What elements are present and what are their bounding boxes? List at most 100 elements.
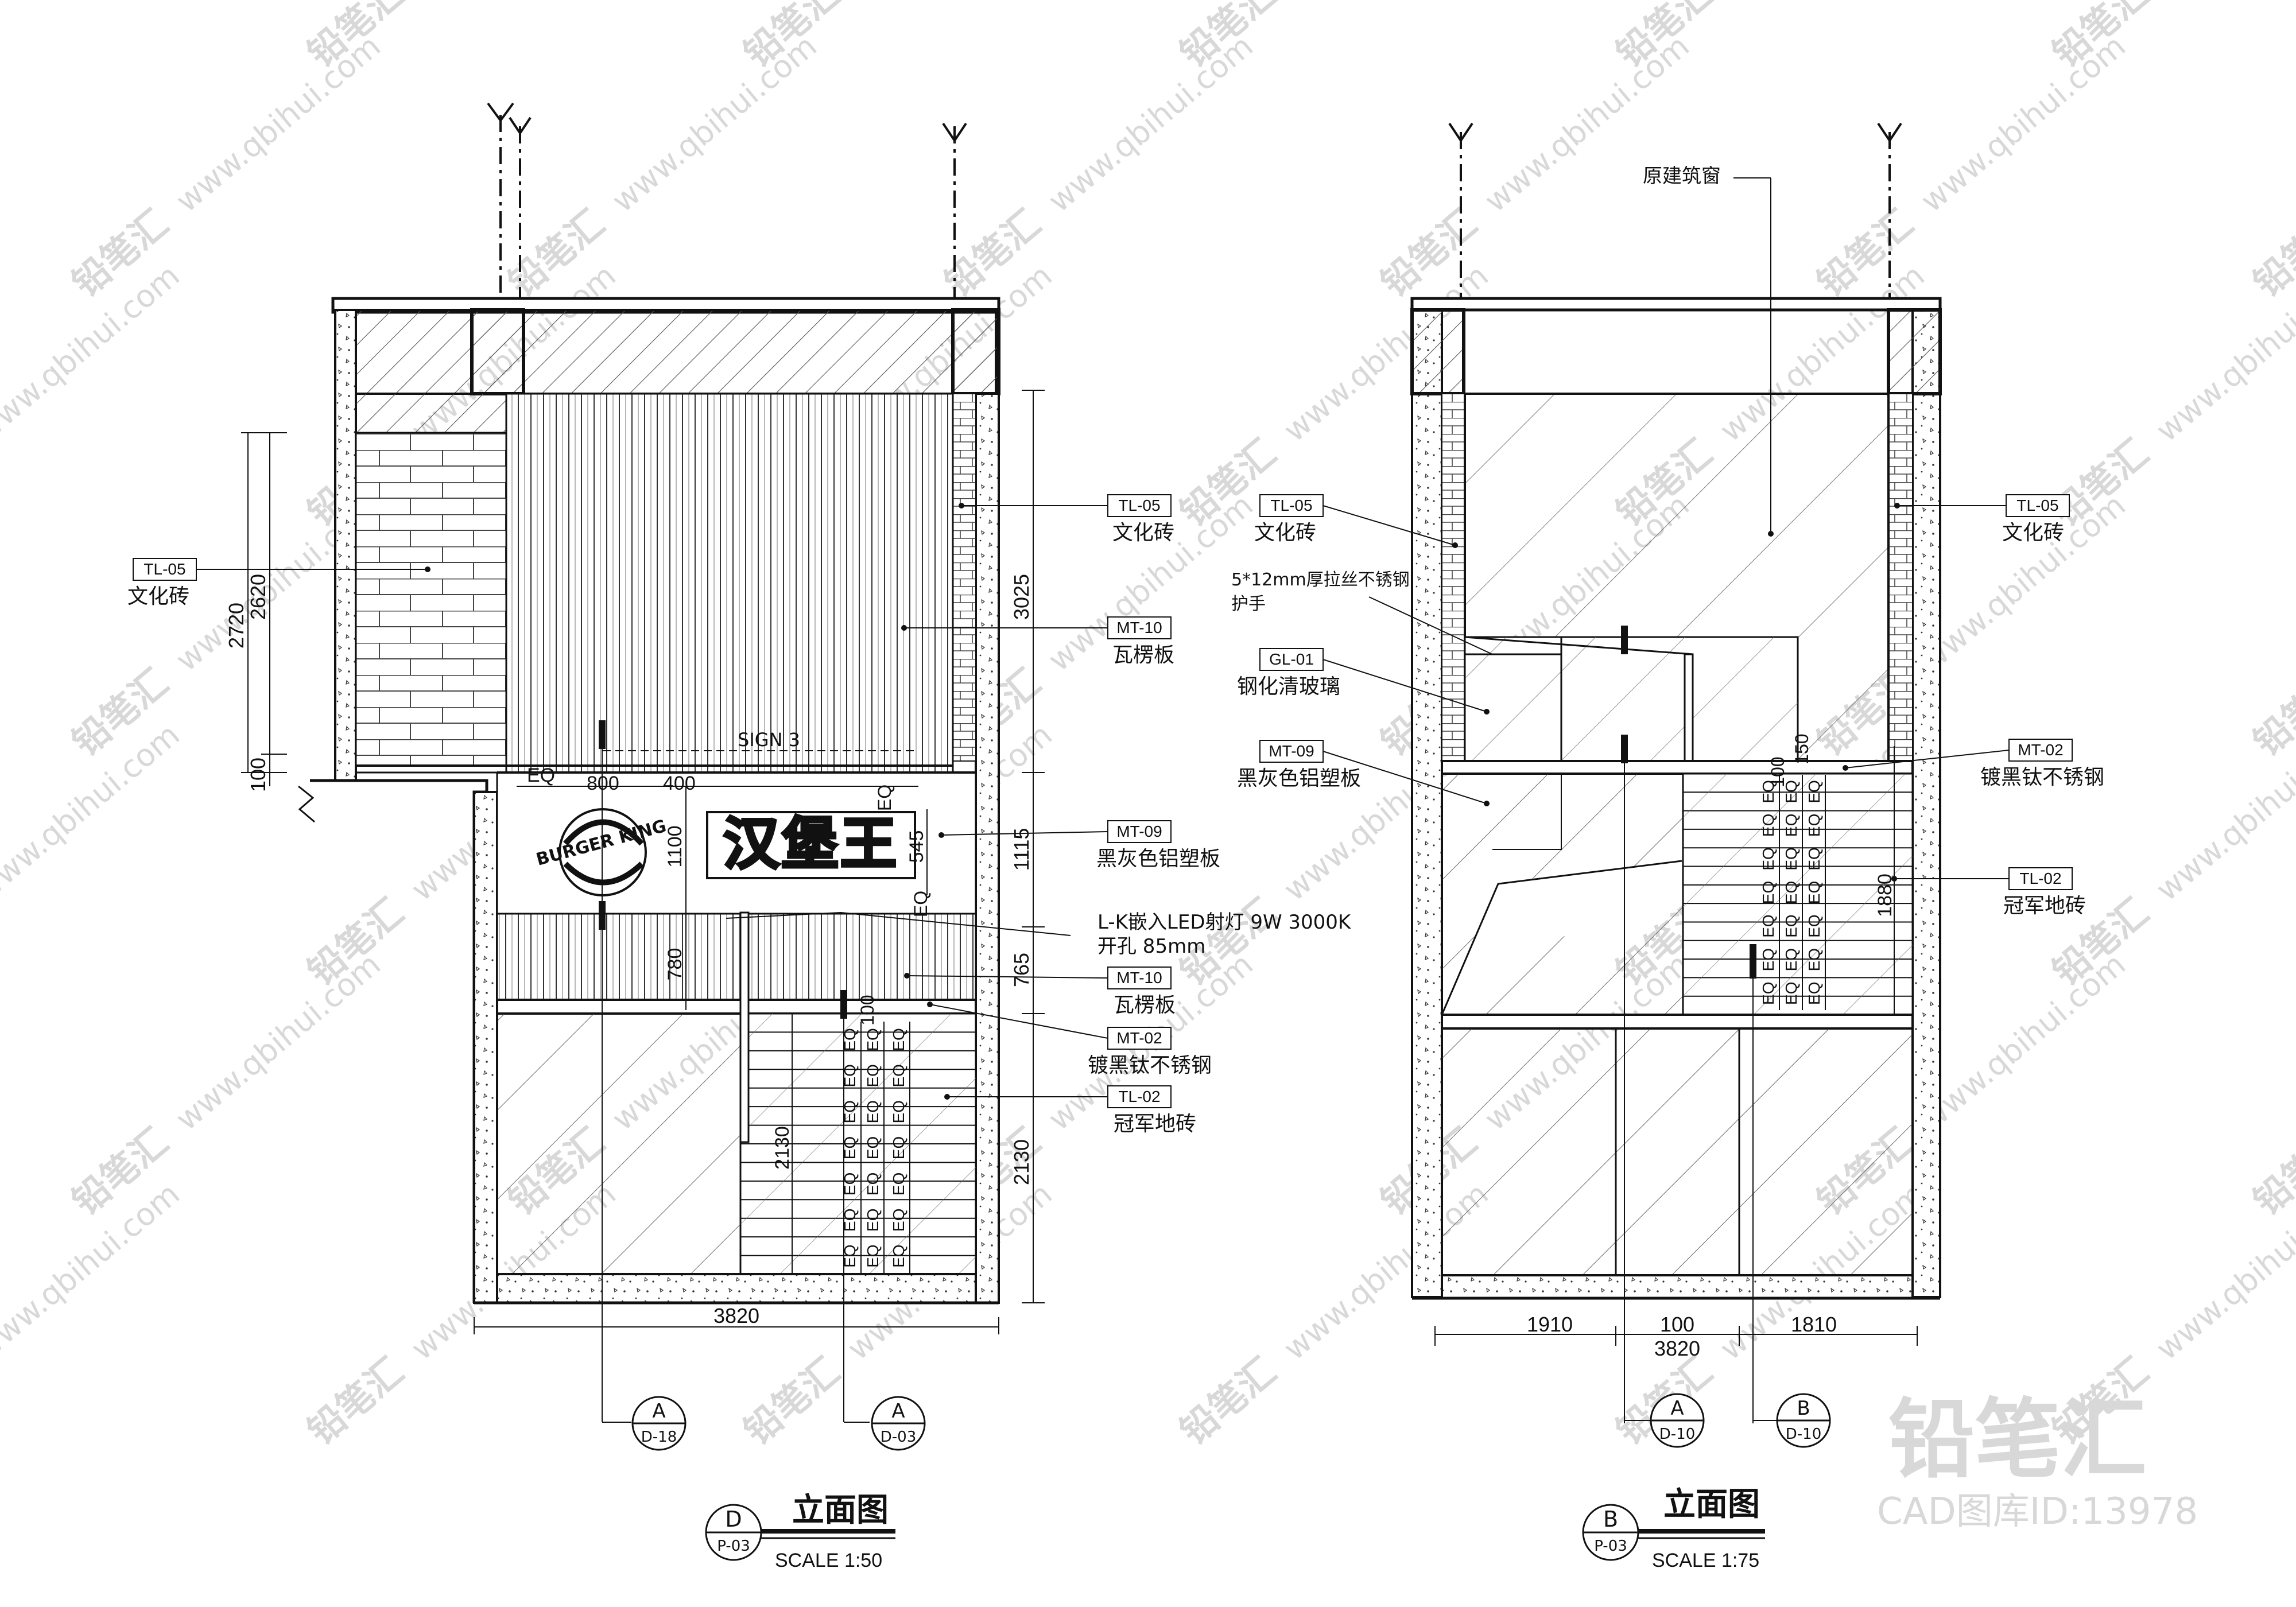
marker-letter: B xyxy=(1603,1507,1618,1532)
tag-code: TL-02 xyxy=(2019,870,2061,887)
watermark-brand: 铅笔汇 xyxy=(2246,1120,2296,1224)
watermark-brand: 铅笔汇 xyxy=(1173,1350,1285,1453)
watermark-url: www.qbihui.com xyxy=(1914,946,2132,1138)
column-right xyxy=(951,308,1000,395)
elevation-d: BURGER KING 汉堡王 SIGN 3 L-K嵌入LED射灯 9W 300… xyxy=(127,102,1352,1571)
tag-code: TL-02 xyxy=(1118,1088,1160,1105)
eq-label: EQ xyxy=(864,1208,882,1231)
section-letter: A xyxy=(1670,1397,1684,1420)
tag-text: 镀黑钛不锈钢 xyxy=(1088,1054,1212,1077)
eq-label: EQ xyxy=(1782,981,1800,1004)
section-sheet: D-10 xyxy=(1659,1426,1696,1443)
material-tag: MT-09 黑灰色铝塑板 xyxy=(938,820,1220,871)
watermark-brand-big: 铅笔汇 xyxy=(1888,1390,2147,1490)
marker-letter: D xyxy=(725,1507,742,1532)
tag-code: MT-02 xyxy=(2018,741,2063,759)
eq-label: EQ xyxy=(841,1064,859,1087)
mezzanine-slab-b xyxy=(1441,760,1914,775)
eq-label: EQ xyxy=(890,1173,907,1195)
eq-label: EQ xyxy=(841,1100,859,1123)
dim-mid-4: 100 xyxy=(857,995,878,1025)
dim-top-2: 400 xyxy=(663,773,696,794)
section-sheet: D-18 xyxy=(641,1429,677,1446)
watermark-url: www.qbihui.com xyxy=(169,28,387,219)
brand-sign-text: 汉堡王 xyxy=(723,812,899,877)
dim-left-2: 100 xyxy=(246,758,270,792)
eq-label: EQ xyxy=(1782,881,1800,904)
corrugated-panel-lower xyxy=(496,913,977,1001)
left-wall-b xyxy=(1411,309,1443,1298)
watermark-url: www.qbihui.com xyxy=(169,946,387,1138)
lower-left-wall xyxy=(473,791,498,1304)
dim-top-3: EQ xyxy=(874,785,895,811)
eq-label: EQ xyxy=(864,1028,882,1051)
eq-label: EQ xyxy=(1805,814,1823,837)
section-marker-a-d18: A D-18 xyxy=(631,1396,687,1451)
eq-label: EQ xyxy=(864,1136,882,1159)
ceiling-beam xyxy=(335,309,997,395)
led-note-2: 开孔 85mm xyxy=(1097,935,1205,958)
tag-code: TL-05 xyxy=(144,560,185,578)
tag-text: 黑灰色铝塑板 xyxy=(1096,847,1220,871)
dim-top-4: EQ xyxy=(910,891,931,917)
eq-label: EQ xyxy=(1759,847,1777,870)
eq-label: EQ xyxy=(1805,847,1823,870)
tag-text: 钢化清玻璃 xyxy=(1237,675,1340,698)
column-left-b xyxy=(1410,308,1465,395)
tag-code: MT-09 xyxy=(1269,742,1314,760)
lower-panels-b xyxy=(1441,1027,1914,1276)
watermark-url: www.qbihui.com xyxy=(1914,28,2132,219)
dim-left-0: 2720 xyxy=(224,603,248,649)
eq-label: EQ xyxy=(1805,780,1823,803)
total-width-d: 3820 xyxy=(713,1304,759,1327)
eq-label: EQ xyxy=(890,1244,907,1267)
handrail-note-1: 5*12mm厚拉丝不锈钢 xyxy=(1231,570,1410,590)
right-wall xyxy=(975,393,1000,1304)
eq-label: EQ xyxy=(864,1100,882,1123)
eq-label: EQ xyxy=(1805,948,1823,971)
tag-code: MT-10 xyxy=(1116,619,1162,636)
eq-label: EQ xyxy=(1759,981,1777,1004)
floor-slab xyxy=(496,1273,977,1304)
watermark-cad-id: CAD图库ID:13978 xyxy=(1877,1490,2198,1533)
tag-code: MT-09 xyxy=(1116,822,1162,840)
corrugated-panel-upper xyxy=(505,393,954,774)
title-block-b: B P-03 立面图 SCALE 1:75 xyxy=(1582,1486,1765,1571)
material-tags-d: TL-05文化砖TL-05文化砖MT-10瓦楞板MT-09黑灰色铝塑板MT-10… xyxy=(127,494,1220,1136)
tag-text: 镀黑钛不锈钢 xyxy=(1980,766,2104,789)
title-block-d: D P-03 立面图 SCALE 1:50 xyxy=(705,1492,895,1571)
section-marker-a-d03: A D-03 xyxy=(871,1396,926,1451)
eq-label: EQ xyxy=(1759,914,1777,937)
dim-right-1: 1115 xyxy=(1010,828,1033,871)
led-note-1: L-K嵌入LED射灯 9W 3000K xyxy=(1097,911,1352,934)
eq-label: EQ xyxy=(1782,948,1800,971)
watermark-url: www.qbihui.com xyxy=(1477,28,1696,219)
dim-mid-3: 2130 xyxy=(771,1126,793,1170)
eq-label: EQ xyxy=(1805,881,1823,904)
eq-label: EQ xyxy=(841,1208,859,1231)
tag-text: 文化砖 xyxy=(2002,521,2064,545)
eq-label: EQ xyxy=(1782,814,1800,837)
eq-label: EQ xyxy=(1805,914,1823,937)
eq-label: EQ xyxy=(1782,847,1800,870)
eq-label: EQ xyxy=(864,1244,882,1267)
watermark-brand: 铅笔汇 xyxy=(300,1350,412,1453)
watermark-brand: 铅笔汇 xyxy=(2246,661,2296,764)
sign-label: SIGN 3 xyxy=(738,729,800,751)
dim-mid-0: 1100 xyxy=(664,825,686,867)
mezzanine-edge xyxy=(496,999,977,1015)
